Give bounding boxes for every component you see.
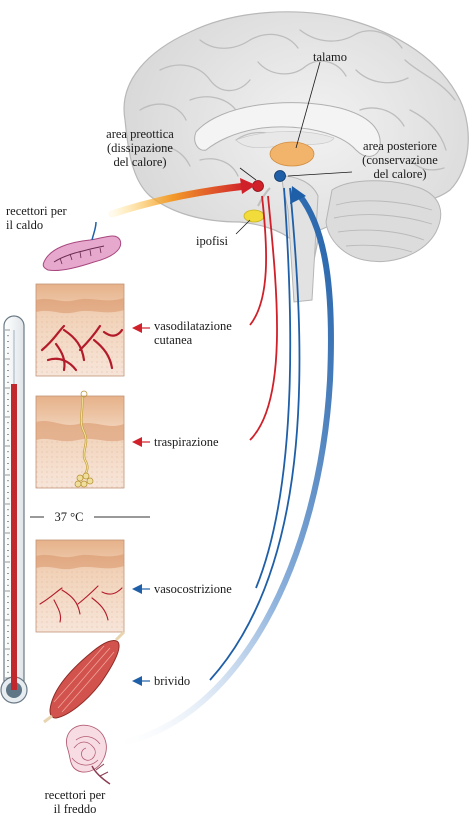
- skin-vasodilation-icon: [36, 284, 124, 376]
- label-recettori-freddo: recettori per il freddo: [20, 788, 130, 816]
- label-talamo: talamo: [300, 50, 360, 64]
- label-area-preottica: area preottica (dissipazione del calore): [80, 127, 200, 169]
- thermometer-icon: [1, 316, 27, 703]
- posterior-area-dot: [275, 171, 286, 182]
- skin-vasoconstriction-icon: [36, 540, 124, 632]
- skin-sweating-icon: [36, 391, 124, 488]
- muscle-icon: [44, 632, 124, 722]
- label-recettori-caldo: recettori per il caldo: [6, 204, 102, 232]
- label-brivido: brivido: [154, 674, 234, 688]
- thalamus-shape: [270, 142, 314, 166]
- label-temperatura: 37 °C: [44, 510, 94, 524]
- hypophysis-shape: [244, 210, 264, 222]
- label-vasodilatazione: vasodilatazione cutanea: [154, 319, 264, 347]
- label-traspirazione: traspirazione: [154, 435, 264, 449]
- label-area-posteriore: area posteriore (conservazione del calor…: [340, 139, 460, 181]
- heat-efferent-lines: [250, 196, 277, 440]
- label-vasocostrizione: vasocostrizione: [154, 582, 264, 596]
- label-ipofisi: ipofisi: [196, 234, 256, 248]
- cold-receptor-icon: [66, 725, 110, 784]
